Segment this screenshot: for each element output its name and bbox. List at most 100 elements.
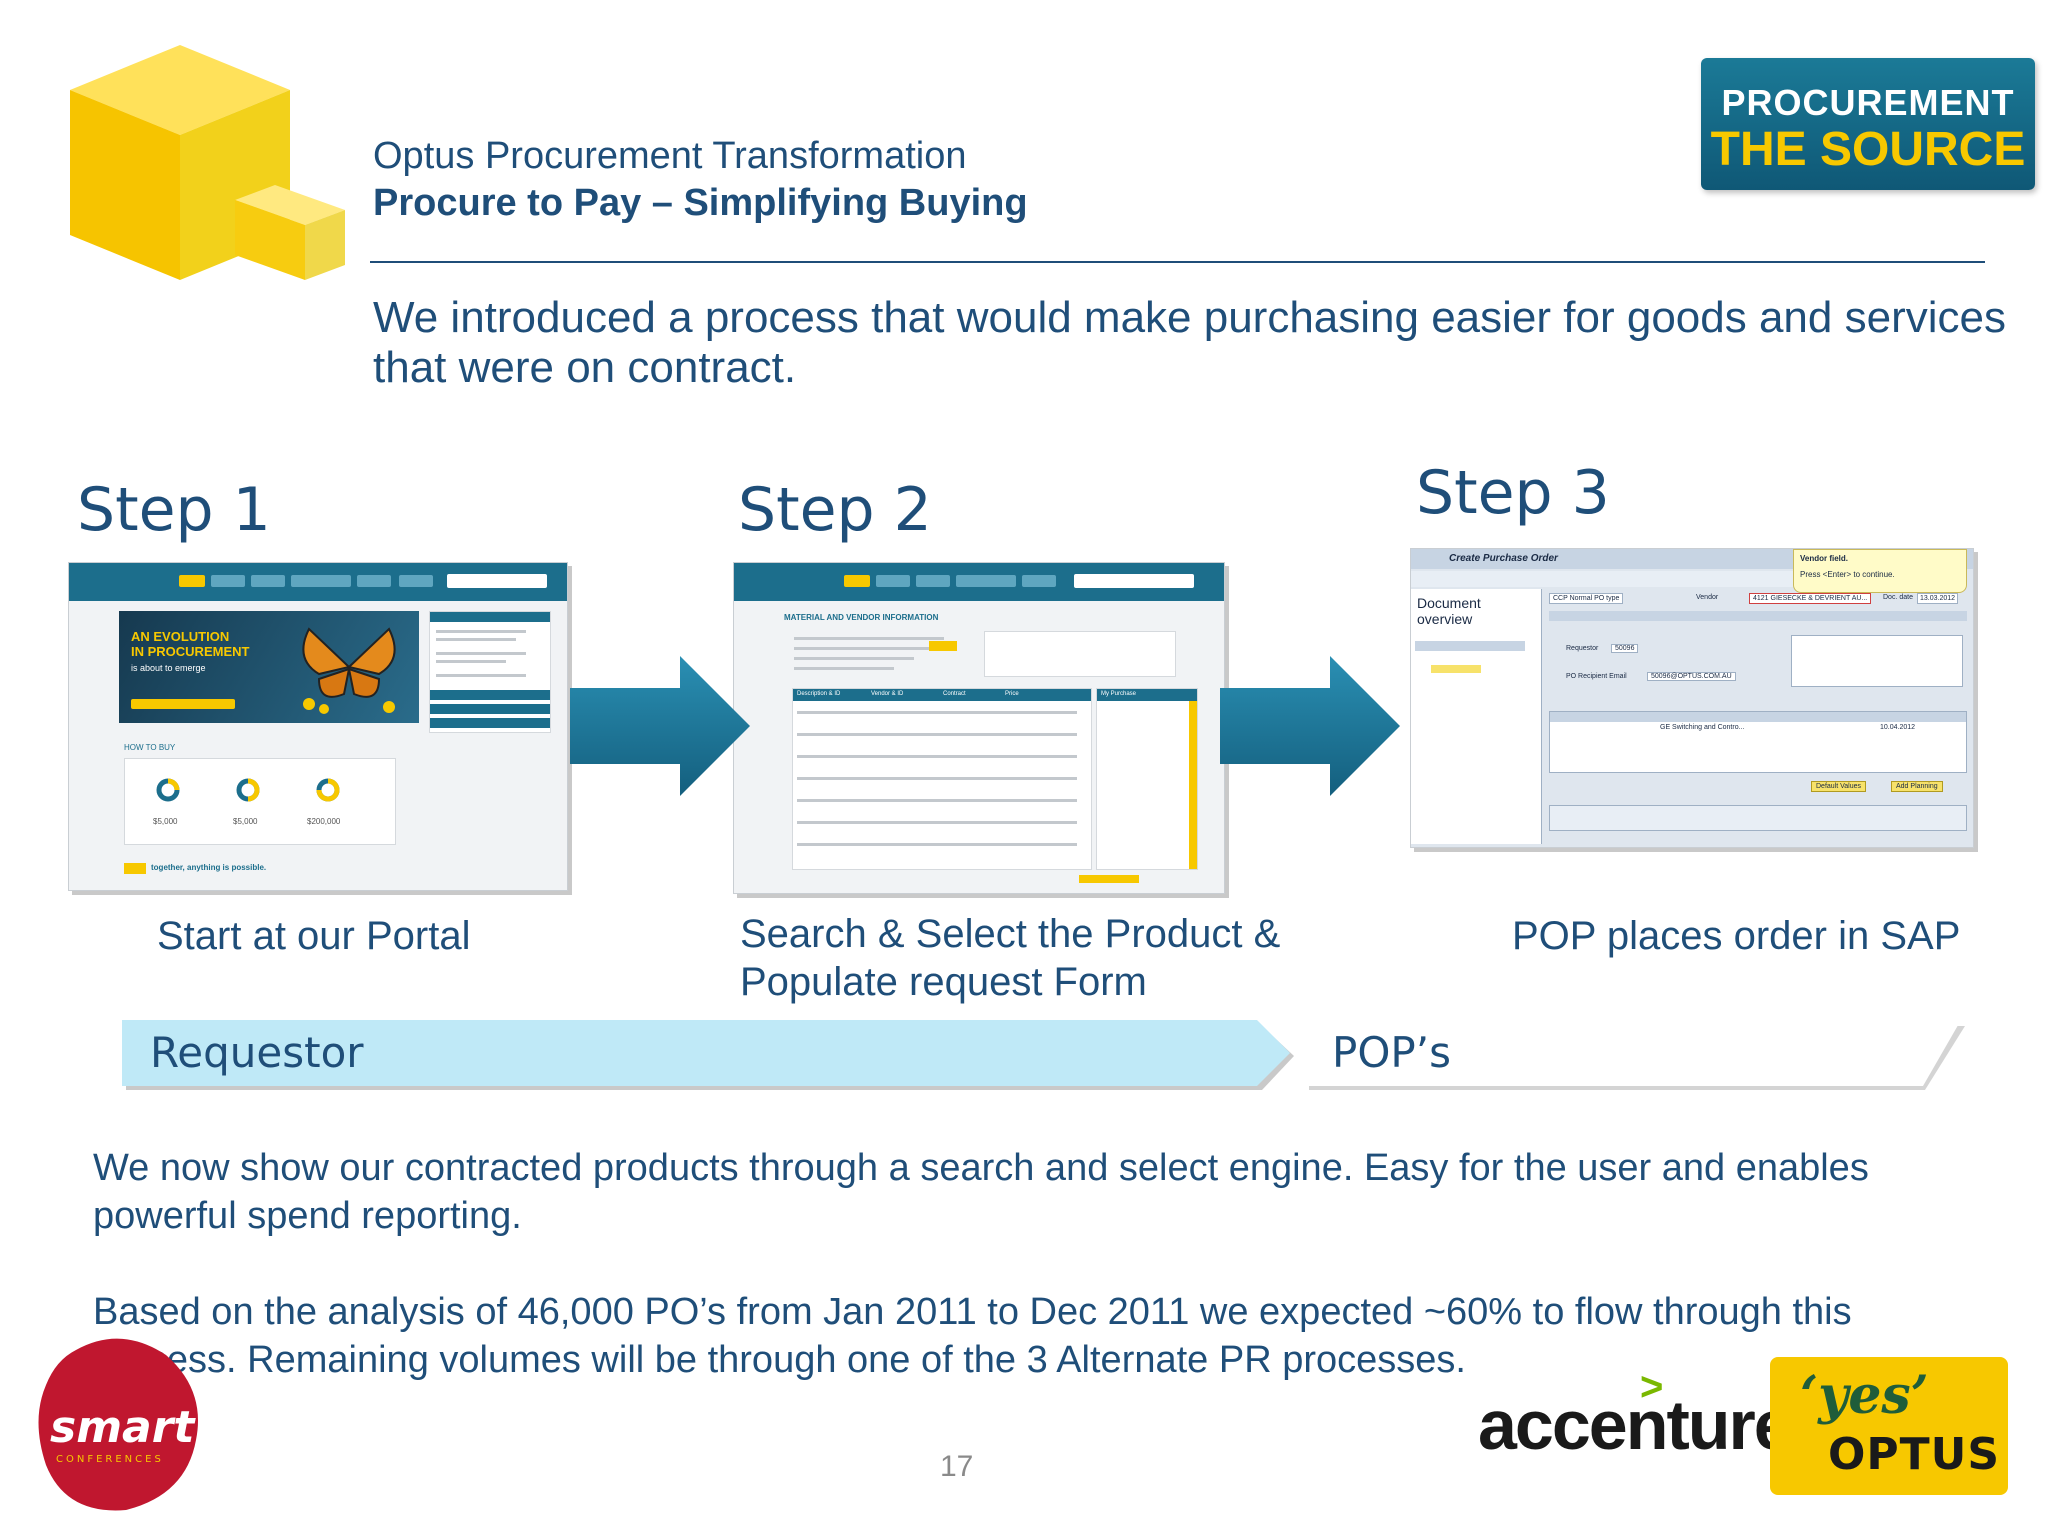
purchase-panel: My Purchase — [1096, 688, 1198, 870]
badge-line2: THE SOURCE — [1710, 123, 2026, 176]
table-row — [797, 711, 1077, 714]
intro-text: We introduced a process that would make … — [373, 293, 2006, 392]
col-header: Vendor & ID — [871, 691, 904, 697]
text-line — [794, 667, 894, 670]
filter-options — [794, 631, 964, 675]
panel-row — [430, 718, 550, 728]
news-panel-header — [430, 612, 550, 622]
requestor-label: Requestor — [1566, 645, 1599, 652]
right-arrow-icon — [570, 656, 750, 796]
add-planning-button: Add Planning — [1891, 781, 1943, 792]
find-button — [929, 641, 957, 651]
donut-chart-icon — [316, 778, 340, 802]
optus-yes: ‘yes’ — [1800, 1365, 1929, 1426]
accenture-logo: accenture — [1478, 1386, 1793, 1464]
header-title: Procure to Pay – Simplifying Buying — [373, 182, 1028, 224]
item-detail-panel — [1549, 805, 1967, 831]
step2-caption-line2: Populate request Form — [740, 960, 1147, 1004]
pops-bar — [1305, 1020, 1965, 1090]
po-type-select: CCP Normal PO type — [1549, 593, 1624, 604]
doc-overview-label: Document overview — [1417, 595, 1481, 627]
item-table-header — [1550, 712, 1966, 722]
step1-title: Step 1 — [77, 475, 271, 545]
nav-button — [876, 575, 910, 587]
doc-overview-panel: Document overview — [1411, 589, 1542, 844]
hero-line1: AN EVOLUTION — [131, 629, 230, 644]
text-line — [436, 638, 516, 641]
text-line — [794, 637, 944, 640]
sap-tabs — [1549, 611, 1967, 621]
nav-button — [399, 575, 433, 587]
requestor-field: 50096 — [1611, 644, 1639, 653]
text-line — [794, 647, 934, 650]
value-label: $5,000 — [233, 817, 258, 826]
smart-word: smart — [50, 1402, 196, 1453]
page-number: 17 — [940, 1450, 974, 1483]
how-to-buy-label: HOW TO BUY — [124, 743, 176, 752]
table-row — [797, 777, 1077, 780]
nav-button — [1022, 575, 1056, 587]
badge-line1: PROCUREMENT — [1721, 82, 2015, 123]
doc-date-label: Doc. date — [1883, 594, 1913, 601]
panel-row — [430, 704, 550, 714]
portal-search-input — [447, 574, 547, 588]
default-values-button: Default Values — [1811, 781, 1867, 792]
nav-button — [956, 575, 1016, 587]
sap-screenshot: Create Purchase Order Vendor field. Pres… — [1410, 548, 1974, 848]
text-line — [436, 674, 526, 677]
results-header — [793, 689, 1091, 701]
cube-logo-icon — [70, 45, 345, 280]
results-table: Description & ID Vendor & ID Contract Pr… — [792, 688, 1092, 870]
search-input — [1074, 574, 1194, 588]
text-line — [436, 660, 506, 663]
news-panel — [429, 611, 551, 733]
header-subtitle: Optus Procurement Transformation — [373, 135, 967, 177]
yes-mini-logo — [124, 863, 146, 874]
download-button — [1079, 875, 1139, 883]
value-label: $5,000 — [153, 817, 178, 826]
table-row — [797, 755, 1077, 758]
paragraph-analysis: Based on the analysis of 46,000 PO’s fro… — [93, 1291, 1852, 1381]
col-header: Contract — [943, 691, 966, 697]
nav-button — [291, 575, 351, 587]
search-nav-bar — [734, 563, 1224, 601]
right-arrow-icon — [1220, 656, 1400, 796]
procurement-the-source-logo: PROCUREMENT THE SOURCE — [1701, 58, 2035, 190]
doc-date-field: 13.03.2012 — [1917, 593, 1959, 604]
nav-home-button — [179, 575, 205, 587]
tooltip-line2: Press <Enter> to continue. — [1800, 570, 1895, 579]
sap-title: Create Purchase Order — [1449, 553, 1558, 564]
smart-conferences-logo: smart CONFERENCES — [38, 1338, 198, 1511]
optus-logo: ‘yes’ OPTUS — [1770, 1357, 2008, 1495]
item-table: GE Switching and Contro... 10.04.2012 — [1549, 711, 1967, 773]
step2-caption: Search & Select the Product & Populate r… — [740, 910, 1280, 1006]
hero-line3: is about to emerge — [131, 663, 206, 673]
donut-chart-icon — [156, 778, 180, 802]
col-header: Price — [1005, 691, 1019, 697]
smart-sub: CONFERENCES — [56, 1454, 164, 1465]
sap-toolbar — [1411, 571, 1793, 587]
table-row — [797, 733, 1077, 736]
hero-line2: IN PROCUREMENT — [131, 644, 250, 659]
step3-title: Step 3 — [1416, 458, 1610, 528]
donut-chart-icon — [236, 778, 260, 802]
email-field: 50096@OPTUS.COM.AU — [1647, 672, 1736, 681]
text-line — [436, 652, 526, 655]
requestor-bar — [122, 1020, 1294, 1090]
portal-screenshot: AN EVOLUTION IN PROCUREMENT is about to … — [68, 562, 568, 891]
table-row — [797, 799, 1077, 802]
nav-button — [251, 575, 285, 587]
text-line — [794, 657, 914, 660]
search-screenshot: MATERIAL AND VENDOR INFORMATION Descript… — [733, 562, 1225, 894]
portal-hero-banner: AN EVOLUTION IN PROCUREMENT is about to … — [119, 611, 419, 723]
step2-title: Step 2 — [738, 475, 932, 545]
portal-tagline: together, anything is possible. — [151, 863, 267, 872]
nav-home-button — [844, 575, 870, 587]
table-row — [797, 843, 1077, 846]
scrollbar — [1189, 701, 1197, 869]
paragraph-search-engine: We now show our contracted products thro… — [93, 1147, 1869, 1237]
nav-button — [357, 575, 391, 587]
sap-tooltip: Vendor field. Press <Enter> to continue. — [1793, 549, 1967, 593]
portal-nav-bar — [69, 563, 567, 601]
step2-caption-line1: Search & Select the Product & — [740, 912, 1281, 956]
